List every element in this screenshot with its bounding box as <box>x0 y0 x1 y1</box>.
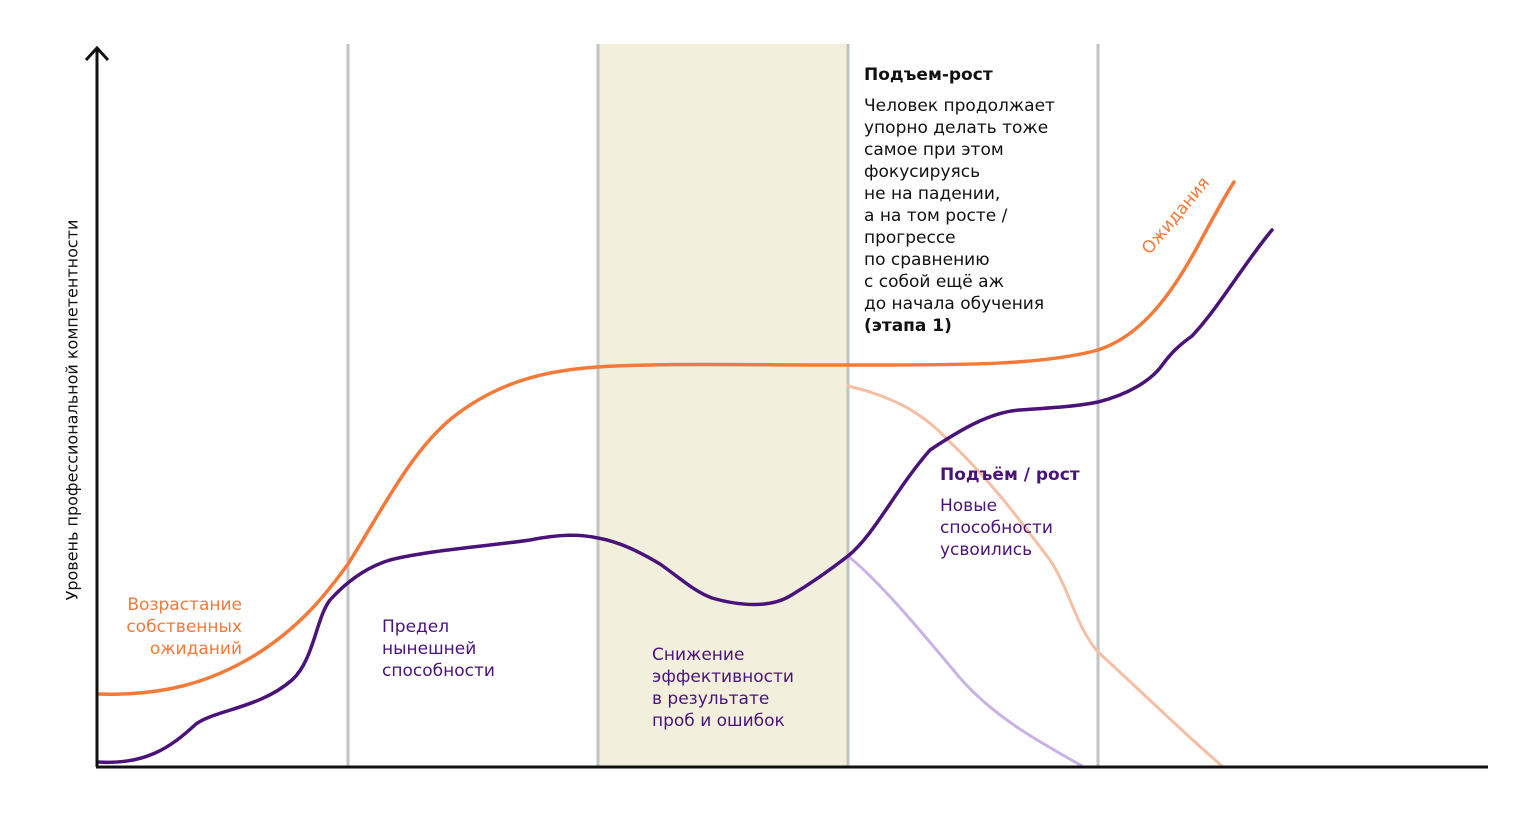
y-axis-label: Уровень профессиональной компетентности <box>62 219 82 601</box>
rise-emphasis: (этапа 1) <box>864 316 952 336</box>
y-axis-arrow <box>84 45 110 62</box>
highlight-band <box>598 44 848 766</box>
rise-body: Человек продолжает упорно делать тоже са… <box>864 96 1055 314</box>
new-abilities-body: Новые способности усвоились <box>940 496 1053 560</box>
rise-title: Подъем-рост <box>864 65 993 85</box>
ability-curve <box>96 228 1274 765</box>
stage-label-ability-limit: Предел нынешней способности <box>382 617 495 681</box>
stage-block-new-abilities: Подъём / рост Новые способности усвоилис… <box>940 464 1080 561</box>
stage-block-rise: Подъем-рост Человек продолжает упорно де… <box>864 64 1055 337</box>
stage-label-efficiency-drop: Снижение эффективности в результате проб… <box>652 645 794 731</box>
expectations-faded-curve <box>846 384 1224 768</box>
stage-label-growing-expectations: Возрастание собственных ожиданий <box>126 595 242 659</box>
new-abilities-title: Подъём / рост <box>940 465 1080 485</box>
ability-faded-curve <box>846 554 1084 768</box>
expectations-curve <box>96 180 1236 696</box>
